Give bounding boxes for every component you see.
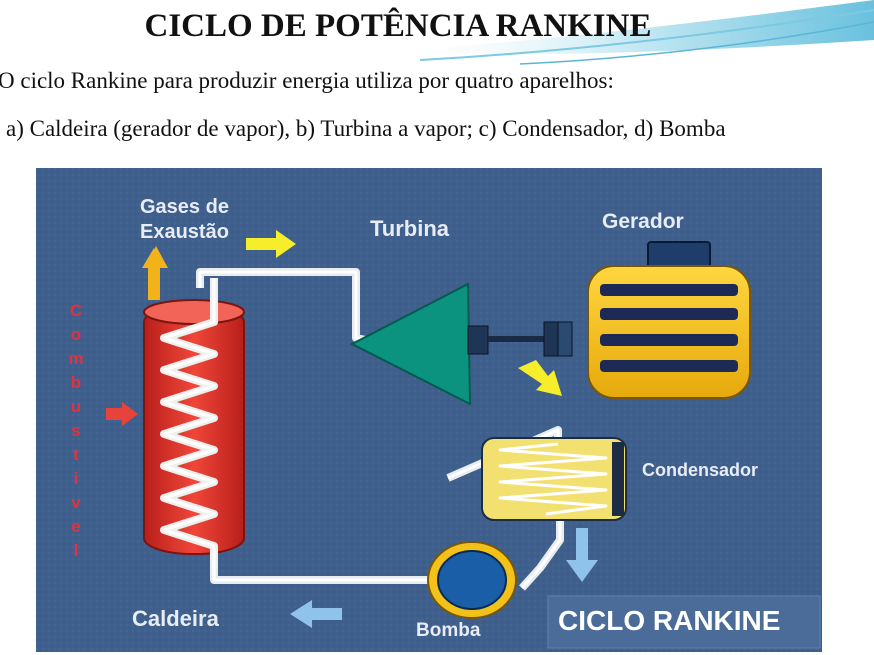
rankine-cycle-diagram: Gases de Exaustão Turbina Gerador Conden… [36, 168, 822, 652]
combustivel-letter: o [71, 325, 81, 344]
boiler [143, 278, 245, 568]
condenser [481, 437, 627, 521]
ciclo-rankine-badge [547, 595, 821, 649]
condenser-down-arrow-icon [566, 528, 598, 582]
condensador-label: Condensador [642, 460, 758, 480]
caldeira-label: Caldeira [132, 606, 220, 631]
generator-arrow-icon [518, 360, 562, 396]
caldeira-left-arrow-icon [290, 600, 342, 628]
combustivel-letter: i [74, 469, 79, 488]
condenser-coil [498, 442, 608, 516]
ciclo-rankine-label: CICLO RANKINE [558, 605, 780, 636]
combustivel-vertical-label: C o m b u s t i v e l [68, 301, 83, 560]
turbina-label: Turbina [370, 216, 450, 241]
header-swoosh-decoration [380, 0, 874, 65]
combustion-arrow-icon [106, 402, 138, 426]
bomba-label: Bomba [416, 620, 481, 641]
combustivel-letter: u [71, 397, 81, 416]
gerador-label: Gerador [602, 210, 684, 233]
arrow-up-icon [144, 246, 168, 298]
combustivel-letter: m [68, 349, 83, 368]
intro-text: O ciclo Rankine para produzir energia ut… [0, 68, 614, 93]
combustivel-letter: v [71, 493, 81, 512]
equipment-list-text: a) Caldeira (gerador de vapor), b) Turbi… [6, 116, 726, 141]
turbine-arrow-icon [246, 230, 296, 258]
gases-label-line1: Gases de [140, 196, 229, 218]
combustivel-letter: t [73, 445, 79, 464]
combustivel-letter: b [71, 373, 81, 392]
combustivel-letter: C [70, 301, 82, 320]
combustivel-letter: l [74, 541, 79, 560]
combustivel-letter: s [71, 421, 80, 440]
combustivel-letter: e [71, 517, 80, 536]
generator [587, 241, 751, 399]
gases-label-line2: Exaustão [140, 221, 229, 243]
slide-title: CICLO DE POTÊNCIA RANKINE [144, 8, 652, 44]
turbine [349, 282, 573, 406]
pump [427, 541, 517, 619]
